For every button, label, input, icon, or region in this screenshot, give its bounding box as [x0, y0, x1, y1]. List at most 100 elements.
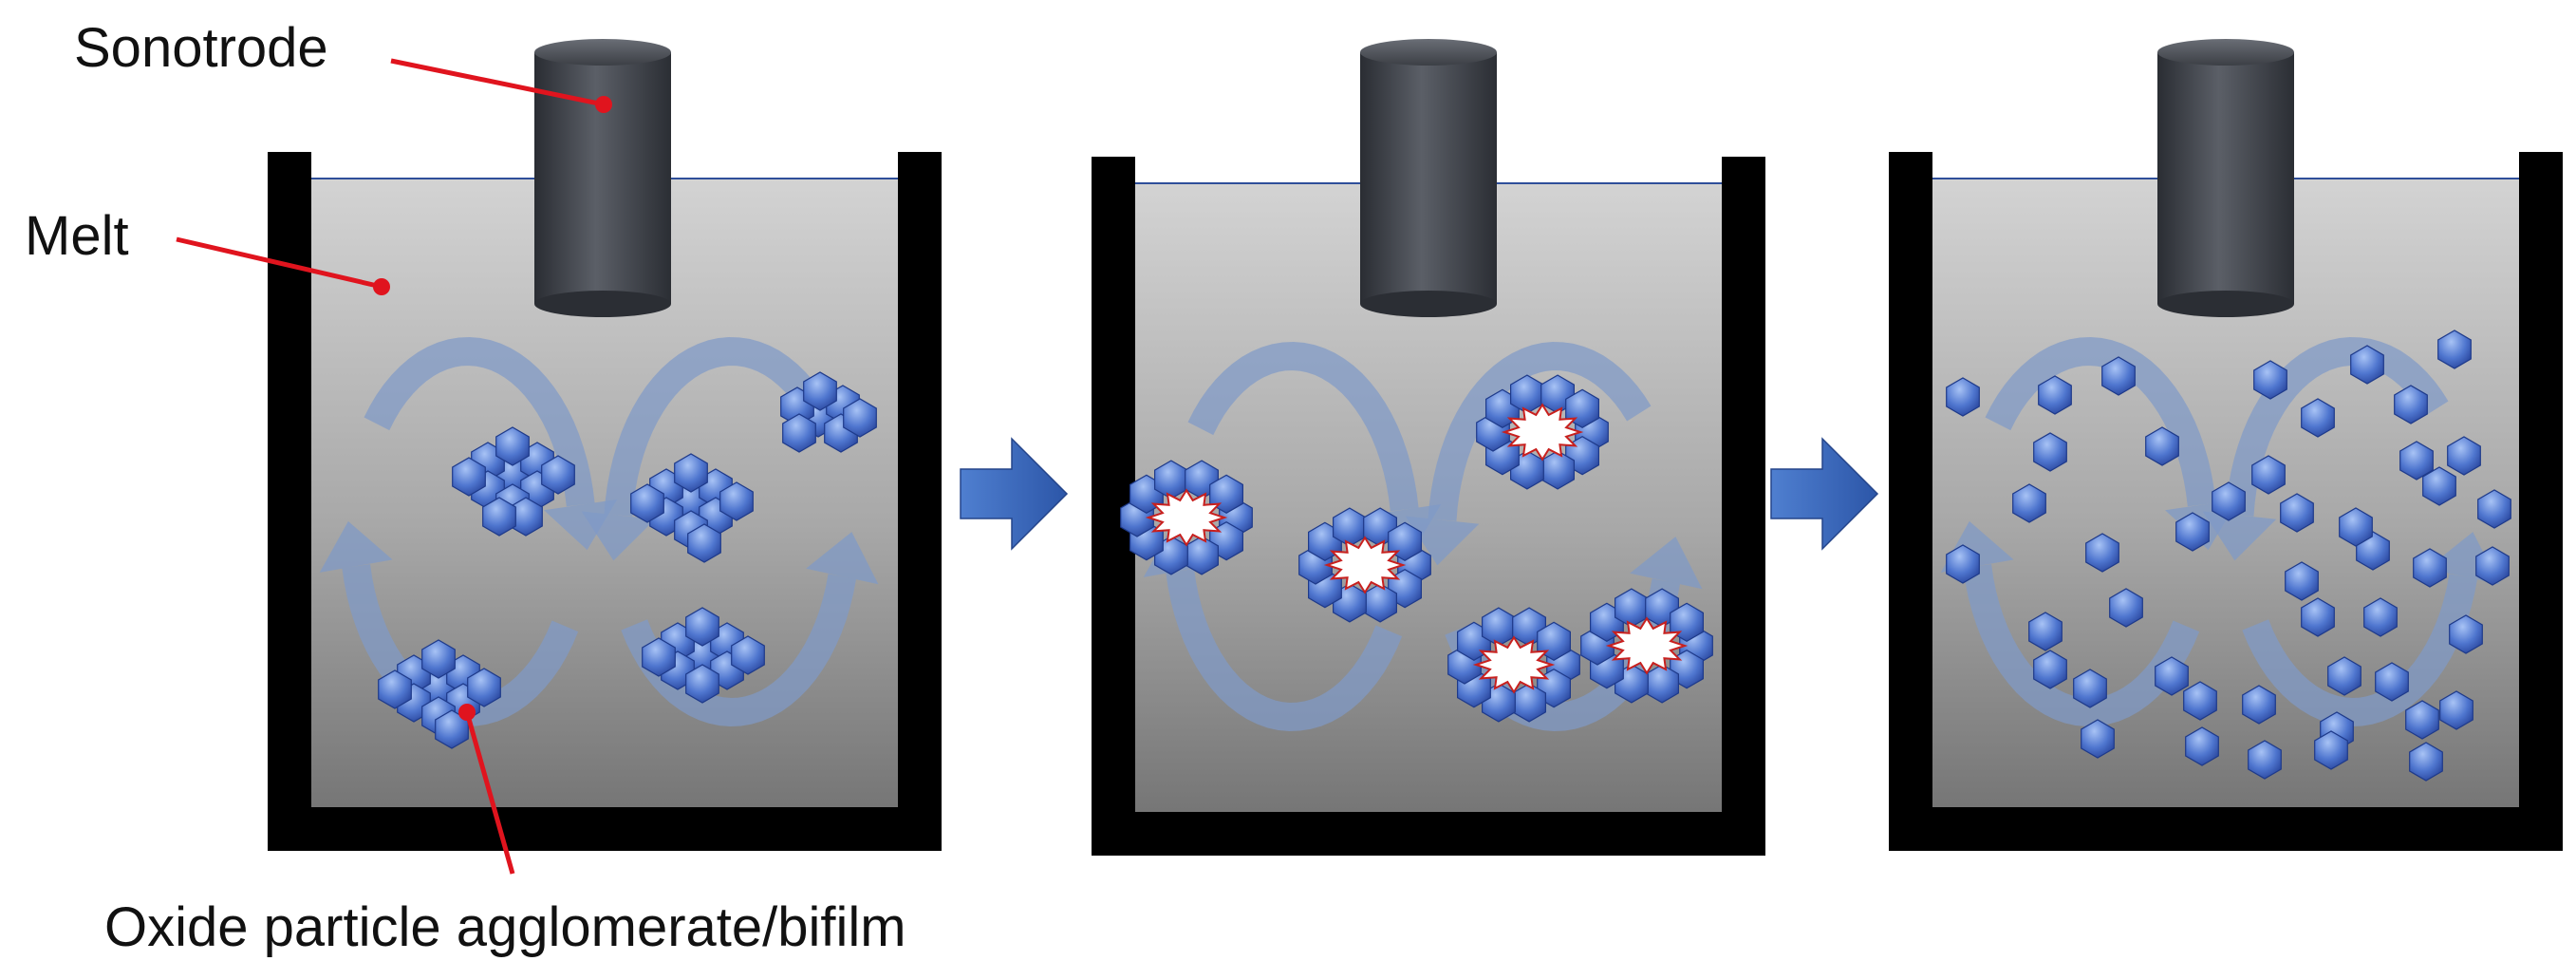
leader-line [176, 236, 383, 290]
particle-agglomerate [630, 453, 754, 563]
oxide-particle [2212, 481, 2246, 521]
oxide-particle [2350, 345, 2384, 385]
oxide-particle [2038, 375, 2072, 415]
oxide-particle [2251, 455, 2286, 495]
container-wall-left [1092, 157, 1135, 831]
oxide-particle [2253, 360, 2287, 400]
oxide-particle [731, 635, 765, 675]
breaking-agglomerate [1580, 588, 1713, 704]
oxide-particle [2339, 507, 2373, 547]
stage-1-agglomerated [268, 39, 942, 851]
flow-arrow-body [2225, 336, 2449, 517]
oxide-particle [421, 639, 456, 679]
oxide-particle [2081, 719, 2115, 759]
oxide-particle [2248, 740, 2282, 780]
oxide-particle [630, 483, 664, 523]
sonotrode-top [2157, 39, 2294, 66]
sonotrode-tip [1360, 291, 1497, 317]
oxide-particle [2033, 650, 2067, 689]
oxide-particle [2242, 685, 2276, 725]
container-wall-left [1889, 152, 1932, 826]
oxide-particle [719, 481, 754, 521]
oxide-particle [2183, 681, 2217, 721]
melt-label: Melt [25, 205, 129, 267]
oxide-particle [2439, 690, 2473, 730]
breaking-agglomerate [1447, 607, 1580, 723]
oxide-leader [458, 704, 515, 875]
container-wall-right [2519, 152, 2563, 826]
flow-arrow-head [581, 511, 656, 561]
oxide-particle [482, 497, 516, 537]
container-wall-right [1722, 157, 1765, 831]
oxide-particle [2301, 597, 2335, 637]
leader-dot [458, 704, 476, 721]
breaking-agglomerate [1120, 460, 1253, 575]
melt-leader [176, 236, 390, 295]
oxide-particle [2413, 548, 2447, 588]
oxide-particle [803, 371, 837, 411]
flow-arrow-head [806, 532, 879, 585]
oxide-particle [674, 453, 708, 493]
sonotrode-body [1360, 52, 1497, 304]
bifilm-burst [1472, 635, 1556, 694]
sonotrode-leader [390, 58, 612, 113]
stage-arrow-stage-1-to-2 [960, 437, 1069, 551]
oxide-particle [2399, 441, 2434, 481]
container-wall-right [898, 152, 942, 826]
bifilm-burst [1323, 536, 1407, 594]
sonotrode-body [2157, 52, 2294, 304]
oxide-particle [685, 607, 719, 647]
oxide-particle [467, 668, 501, 707]
sonotrode-top [534, 39, 671, 66]
oxide-particle [452, 457, 486, 497]
stage-3-dispersed [1889, 39, 2563, 851]
particle-agglomerate [378, 639, 501, 749]
particle-agglomerate [780, 371, 877, 453]
sonotrode-tip [2157, 291, 2294, 317]
sonotrode-label: Sonotrode [74, 17, 328, 79]
oxide-particle [2422, 466, 2456, 506]
oxide-particle [2033, 432, 2067, 472]
oxide-particle [1946, 544, 1980, 584]
oxide-particle [782, 413, 816, 453]
oxide-particle [2028, 612, 2063, 651]
stage-2-breaking [1092, 39, 1765, 856]
oxide-particle [2155, 656, 2189, 696]
breaking-agglomerate [1298, 507, 1431, 623]
oxide-particle [685, 664, 719, 704]
flow-arrow-body [1985, 336, 2216, 507]
oxide-particle [2145, 426, 2179, 466]
flow-loop-right-top [581, 336, 828, 561]
leader-dot [595, 96, 612, 113]
oxide-particle [2073, 669, 2107, 708]
breaking-agglomerate [1476, 374, 1609, 490]
oxide-particle [2475, 546, 2510, 586]
flow-loop-right-top [1405, 341, 1652, 566]
oxide-particle [2409, 742, 2443, 782]
oxide-particle [2185, 726, 2219, 766]
oxide-agglomerate-label: Oxide particle agglomerate/bifilm [104, 896, 906, 958]
oxide-particle [2285, 561, 2319, 601]
oxide-particle [2405, 700, 2439, 740]
oxide-particle [2101, 356, 2136, 396]
oxide-particle [2327, 656, 2361, 696]
oxide-particle [843, 398, 877, 438]
leader-line [464, 711, 515, 875]
flow-arrow-head [544, 499, 618, 551]
stage-arrow-stage-2-to-3 [1770, 437, 1879, 551]
sonotrode-body [534, 52, 671, 304]
oxide-particle [2012, 483, 2046, 523]
particle-agglomerate [452, 426, 575, 537]
oxide-particle [2175, 512, 2210, 552]
sonotrode-top [1360, 39, 1497, 66]
leader-line [390, 58, 605, 107]
flow-loop-left-top [364, 336, 618, 551]
sonotrode-tip [534, 291, 671, 317]
oxide-particle [541, 455, 575, 495]
sonotrode [2157, 39, 2294, 317]
oxide-particle [378, 669, 412, 709]
flow-arrow-head [2202, 511, 2277, 561]
oxide-particle [2449, 614, 2483, 654]
flow-loop-right-top [2202, 336, 2449, 561]
